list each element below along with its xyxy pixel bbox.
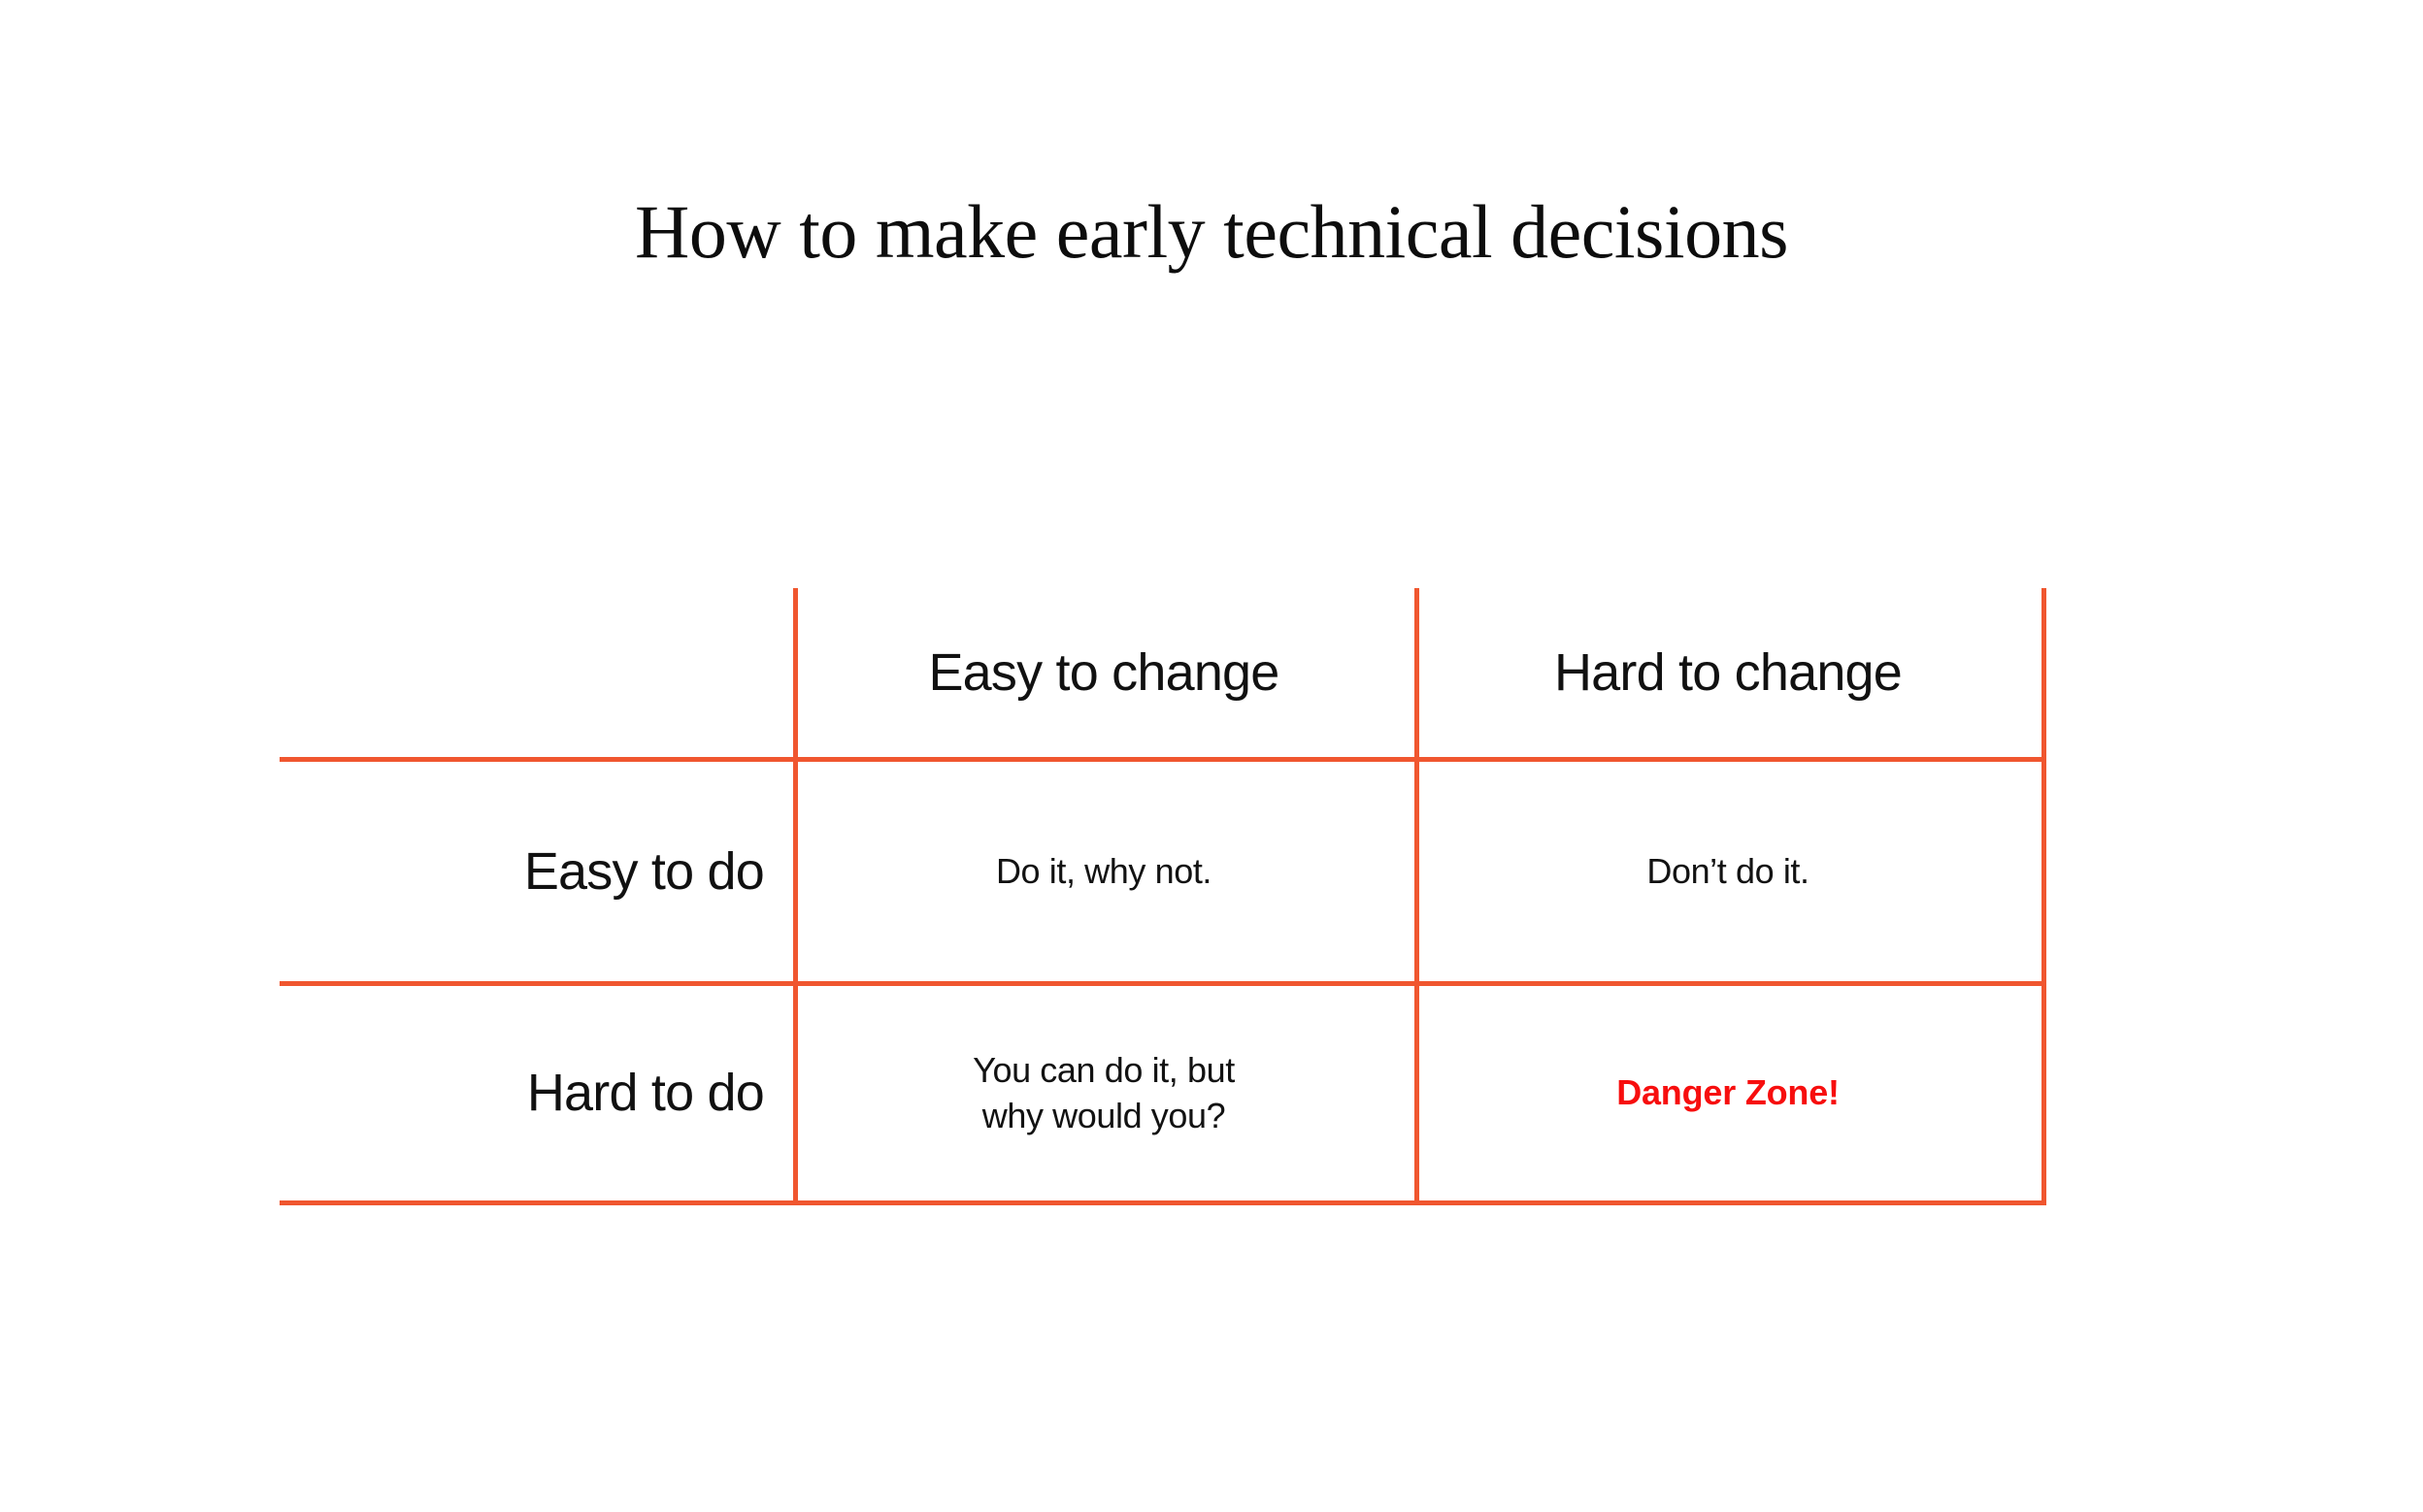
row-header-label: Hard to do	[526, 1064, 765, 1123]
cell-easy-do-easy-change: Do it, why not.	[793, 762, 1414, 981]
row-header-hard-to-do: Hard to do	[280, 986, 793, 1200]
grid-line-horizontal-middle	[280, 981, 2046, 986]
grid-line-vertical-middle	[1414, 588, 1419, 1205]
matrix-corner-cell	[280, 588, 793, 757]
column-header-label: Easy to change	[928, 642, 1279, 702]
grid-line-horizontal-bottom	[280, 1200, 2046, 1205]
danger-zone-label: Danger Zone!	[1616, 1072, 1840, 1113]
grid-line-vertical-left	[793, 588, 798, 1205]
row-header-easy-to-do: Easy to do	[280, 762, 793, 981]
grid-line-vertical-right	[2041, 588, 2046, 1205]
column-header-easy-to-change: Easy to change	[793, 588, 1414, 757]
decision-matrix: Easy to change Hard to change Easy to do…	[280, 588, 2046, 1205]
column-header-label: Hard to change	[1553, 642, 1903, 702]
cell-text-line-2: why would you?	[981, 1095, 1226, 1135]
cell-hard-do-hard-change: Danger Zone!	[1414, 986, 2041, 1200]
cell-text: You can do it, but why would you?	[793, 1048, 1414, 1137]
page-title: How to make early technical decisions	[635, 189, 1788, 274]
grid-line-horizontal-header	[280, 757, 2046, 762]
cell-text: Do it, why not.	[995, 850, 1212, 891]
row-header-label: Easy to do	[523, 841, 765, 901]
cell-text: Don’t do it.	[1646, 850, 1809, 891]
cell-easy-do-hard-change: Don’t do it.	[1414, 762, 2041, 981]
cell-text-line-1: You can do it, but	[973, 1050, 1235, 1091]
cell-hard-do-easy-change: You can do it, but why would you?	[793, 986, 1414, 1200]
column-header-hard-to-change: Hard to change	[1414, 588, 2041, 757]
